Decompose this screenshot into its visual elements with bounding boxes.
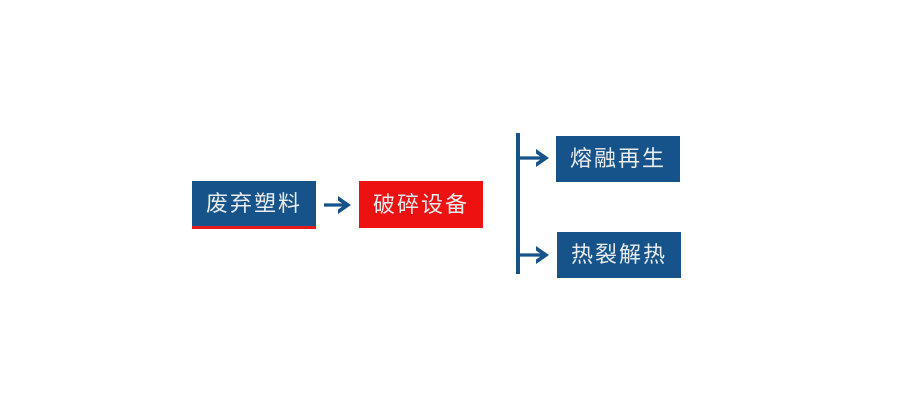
arrow-right-icon	[322, 190, 356, 220]
node-crusher[interactable]: 破碎设备	[359, 181, 483, 228]
branch-connector-icon	[512, 128, 560, 280]
node-pyrolysis[interactable]: 热裂解热	[557, 232, 681, 278]
node-melt-regeneration[interactable]: 熔融再生	[556, 136, 680, 182]
node-waste-plastic-label: 废弃塑料	[205, 190, 302, 216]
node-crusher-label: 破碎设备	[372, 191, 469, 217]
node-pyrolysis-label: 热裂解热	[570, 242, 667, 267]
node-waste-plastic[interactable]: 废弃塑料	[192, 181, 316, 229]
node-melt-regeneration-label: 熔融再生	[569, 146, 666, 171]
